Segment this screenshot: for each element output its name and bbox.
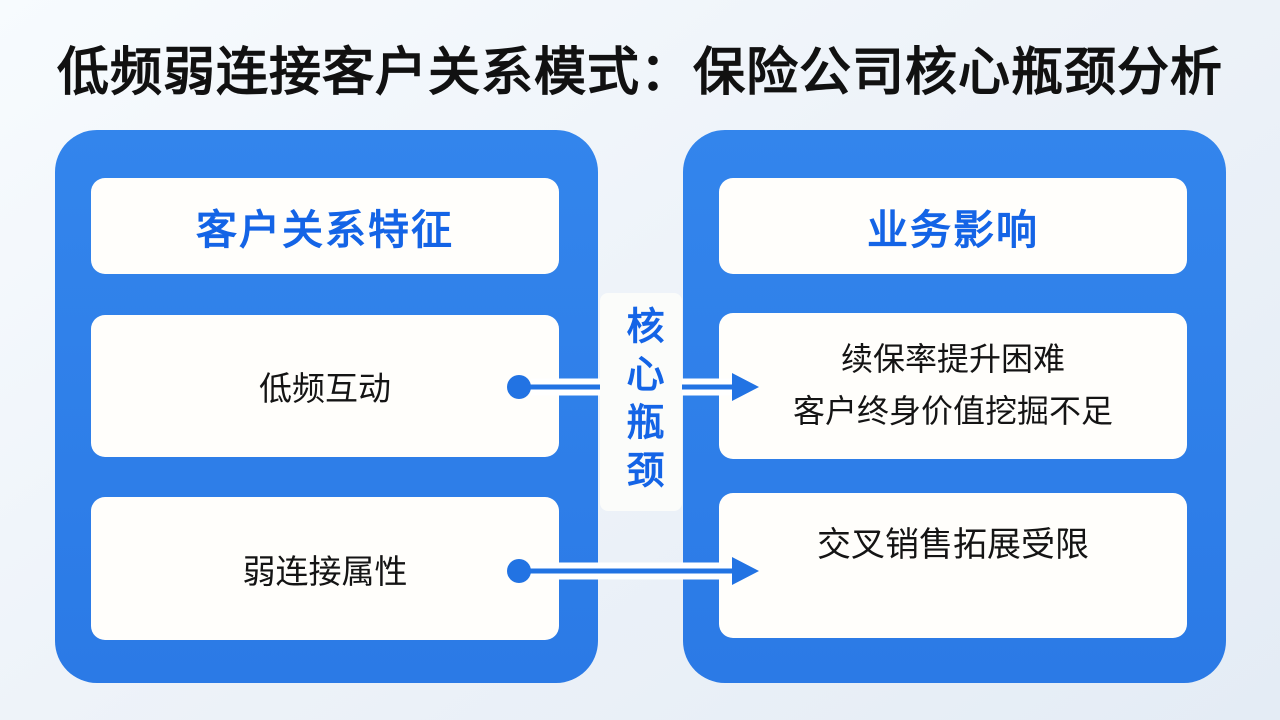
feature-item-label: 低频互动 [259, 370, 391, 407]
left-panel-header: 客户关系特征 [91, 178, 559, 274]
impact-item-line: 客户终身价值挖掘不足 [792, 393, 1113, 429]
impact-item-line: 交叉销售拓展受限 [817, 526, 1089, 564]
feature-item-low-frequency: 低频互动 [91, 315, 559, 457]
feature-item-label: 弱连接属性 [242, 552, 408, 590]
left-panel: 客户关系特征 低频互动 弱连接属性 [55, 130, 598, 683]
impact-item-renewal: 续保率提升困难 客户终身价值挖掘不足 [719, 313, 1187, 459]
right-panel-header: 业务影响 [719, 178, 1187, 274]
impact-item-line: 续保率提升困难 [840, 341, 1065, 378]
left-panel-header-label: 客户关系特征 [196, 207, 454, 253]
core-bottleneck-text: 核心瓶颈 [620, 306, 662, 498]
feature-item-weak-connection: 弱连接属性 [91, 497, 559, 640]
impact-item-cross-sell: 交叉销售拓展受限 [719, 493, 1187, 638]
slide-title: 低频弱连接客户关系模式：保险公司核心瓶颈分析 [56, 44, 1223, 102]
right-panel-header-label: 业务影响 [867, 207, 1039, 253]
core-bottleneck-label: 核心瓶颈 [600, 293, 682, 511]
right-panel: 业务影响 续保率提升困难 客户终身价值挖掘不足 交叉销售拓展受限 [683, 130, 1226, 683]
